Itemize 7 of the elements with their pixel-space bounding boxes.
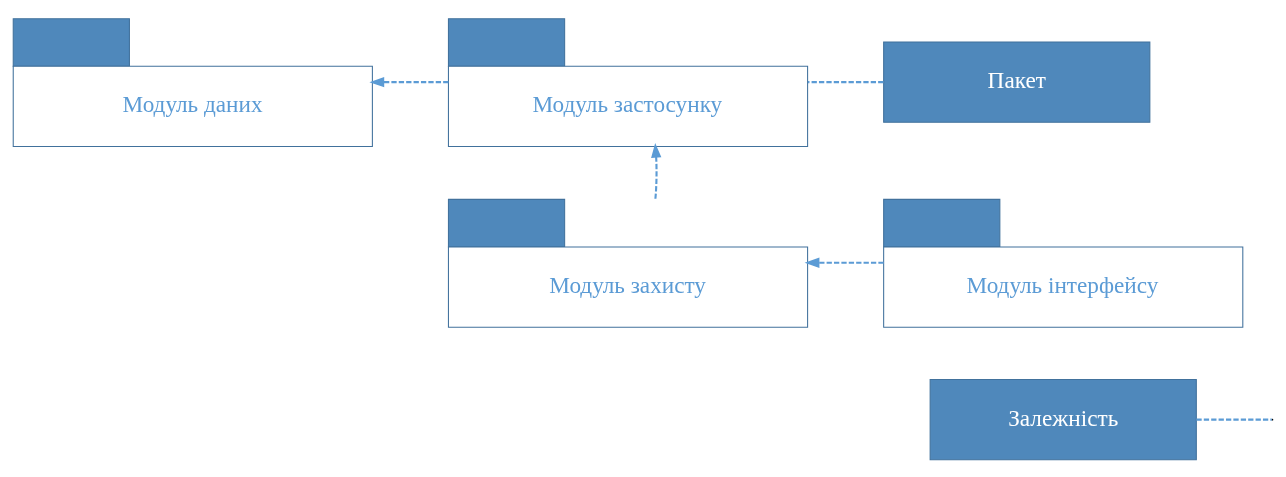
connector: [1196, 418, 1272, 421]
node-box: Пакет: [883, 40, 1151, 123]
arrow: [804, 257, 884, 268]
connector: [807, 80, 884, 83]
arrow: [369, 76, 449, 87]
node-box: Залежність: [929, 378, 1197, 460]
arrow: [651, 142, 662, 199]
